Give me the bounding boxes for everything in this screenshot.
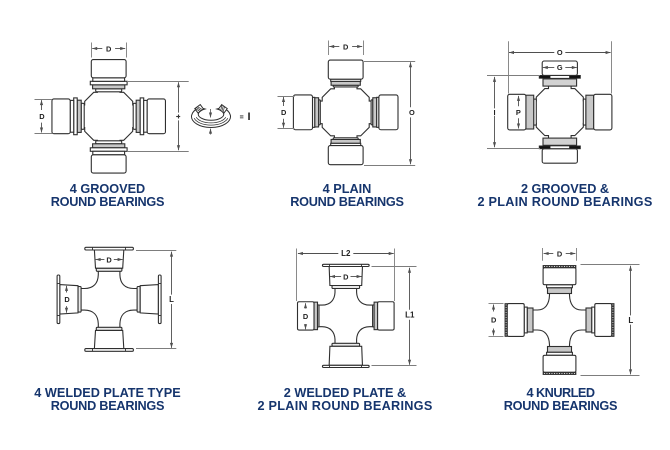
svg-text:P: P (516, 108, 521, 117)
svg-text:ROUND BEARINGS: ROUND BEARINGS (51, 399, 165, 413)
svg-text:O: O (557, 48, 563, 57)
svg-text:4 WELDED PLATE TYPE: 4 WELDED PLATE TYPE (34, 386, 180, 400)
svg-text:D: D (39, 112, 45, 121)
svg-text:D: D (343, 42, 349, 51)
svg-text:D: D (491, 316, 497, 325)
svg-text:2 GROOVED &: 2 GROOVED & (521, 182, 609, 196)
svg-text:2 WELDED PLATE &: 2 WELDED PLATE & (284, 386, 406, 400)
svg-text:2 PLAIN ROUND BEARINGS: 2 PLAIN ROUND BEARINGS (477, 195, 652, 209)
svg-text:D: D (557, 250, 563, 259)
svg-text:4 GROOVED: 4 GROOVED (70, 182, 145, 196)
svg-text:ROUND BEARINGS: ROUND BEARINGS (290, 195, 404, 209)
svg-text:G: G (557, 63, 563, 72)
svg-text:2 PLAIN ROUND BEARINGS: 2 PLAIN ROUND BEARINGS (257, 399, 432, 413)
svg-text:D: D (64, 295, 70, 304)
svg-text:D: D (106, 45, 112, 54)
svg-text:I: I (247, 111, 250, 123)
svg-text:D: D (106, 255, 112, 264)
svg-text:ROUND BEARINGS: ROUND BEARINGS (504, 399, 618, 413)
svg-text:D: D (303, 312, 309, 321)
svg-text:L: L (628, 316, 633, 325)
svg-text:ROUND BEARINGS: ROUND BEARINGS (51, 195, 165, 209)
svg-text:4 KNURLED: 4 KNURLED (526, 386, 594, 400)
svg-text:L1: L1 (405, 311, 415, 320)
svg-text:L2: L2 (341, 249, 351, 258)
svg-text:L: L (169, 295, 174, 304)
svg-text:O: O (409, 108, 415, 117)
svg-text:=: = (240, 114, 244, 121)
svg-text:D: D (343, 272, 349, 281)
svg-text:4 PLAIN: 4 PLAIN (323, 182, 372, 196)
svg-text:I: I (493, 108, 495, 117)
svg-text:D: D (281, 108, 287, 117)
